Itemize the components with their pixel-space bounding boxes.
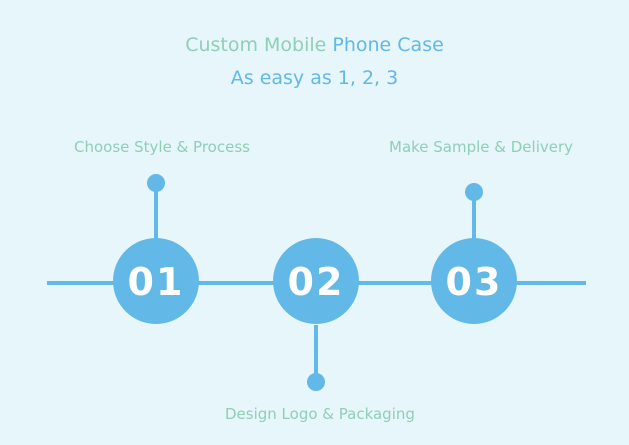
- step-1-label: Choose Style & Process: [74, 138, 250, 156]
- step-3-label: Make Sample & Delivery: [389, 138, 574, 156]
- step-3-number: 03: [446, 260, 503, 304]
- step-2-dot: [307, 373, 325, 391]
- page-title: Custom Mobile Phone Case: [0, 33, 629, 57]
- step-2-circle: [273, 238, 359, 324]
- page-subtitle: As easy as 1, 2, 3: [230, 67, 399, 89]
- step-1-number: 01: [128, 260, 185, 304]
- step-3-dot: [465, 183, 483, 201]
- step-2-label: Design Logo & Packaging: [225, 405, 415, 423]
- step-1-dot: [147, 174, 165, 192]
- step-3-circle: [431, 238, 517, 324]
- step-2-number: 02: [288, 260, 345, 304]
- title-part-custom-mobile: Custom Mobile: [185, 34, 333, 56]
- step-1-circle: [113, 238, 199, 324]
- title-part-phone-case: Phone Case: [332, 34, 444, 56]
